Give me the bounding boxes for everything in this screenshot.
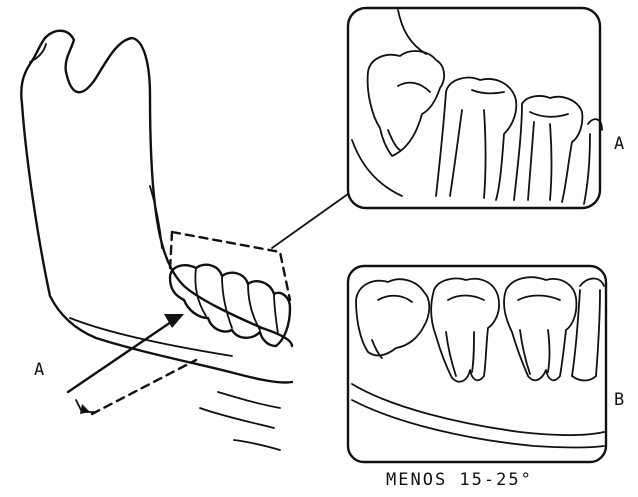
inset-radiograph-a — [348, 8, 602, 208]
connector-line — [272, 194, 348, 248]
inset-top-label: A — [614, 136, 624, 153]
caption: MENOS 15-25° — [386, 472, 533, 489]
projection-label: A — [34, 362, 44, 379]
projection-arrow — [68, 314, 196, 414]
inset-radiograph-b — [348, 266, 606, 462]
inset-bottom-label: B — [614, 392, 624, 409]
mandible-teeth — [170, 265, 290, 346]
mandible-drawing — [21, 31, 292, 450]
